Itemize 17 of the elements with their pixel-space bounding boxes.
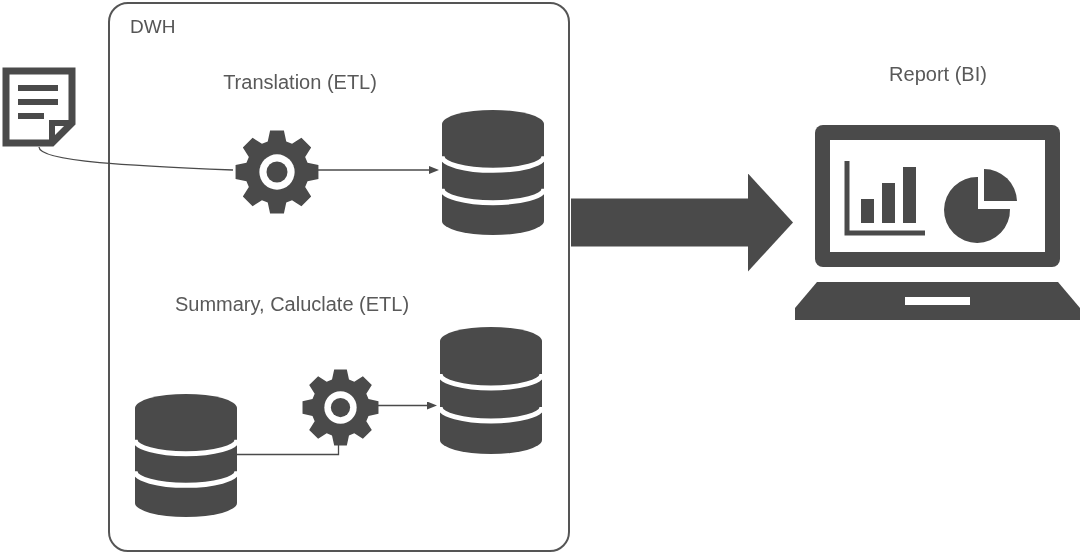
connector-line	[38, 146, 234, 171]
connector-line	[235, 443, 340, 456]
document-icon	[2, 67, 76, 147]
container-title: DWH	[130, 16, 176, 38]
step-label: Translation (ETL)	[223, 71, 377, 94]
container-box	[108, 2, 570, 552]
gear-icon	[302, 369, 379, 446]
output-label: Report (BI)	[889, 63, 987, 86]
arrow	[377, 401, 437, 410]
database-icon	[135, 394, 237, 517]
block-arrow	[571, 173, 793, 272]
arrow	[317, 166, 439, 174]
laptop-chart-icon	[795, 125, 1080, 320]
gear-icon	[235, 130, 319, 214]
database-icon	[440, 327, 542, 454]
step-label: Summary, Caluclate (ETL)	[174, 293, 410, 316]
database-icon	[442, 110, 544, 235]
